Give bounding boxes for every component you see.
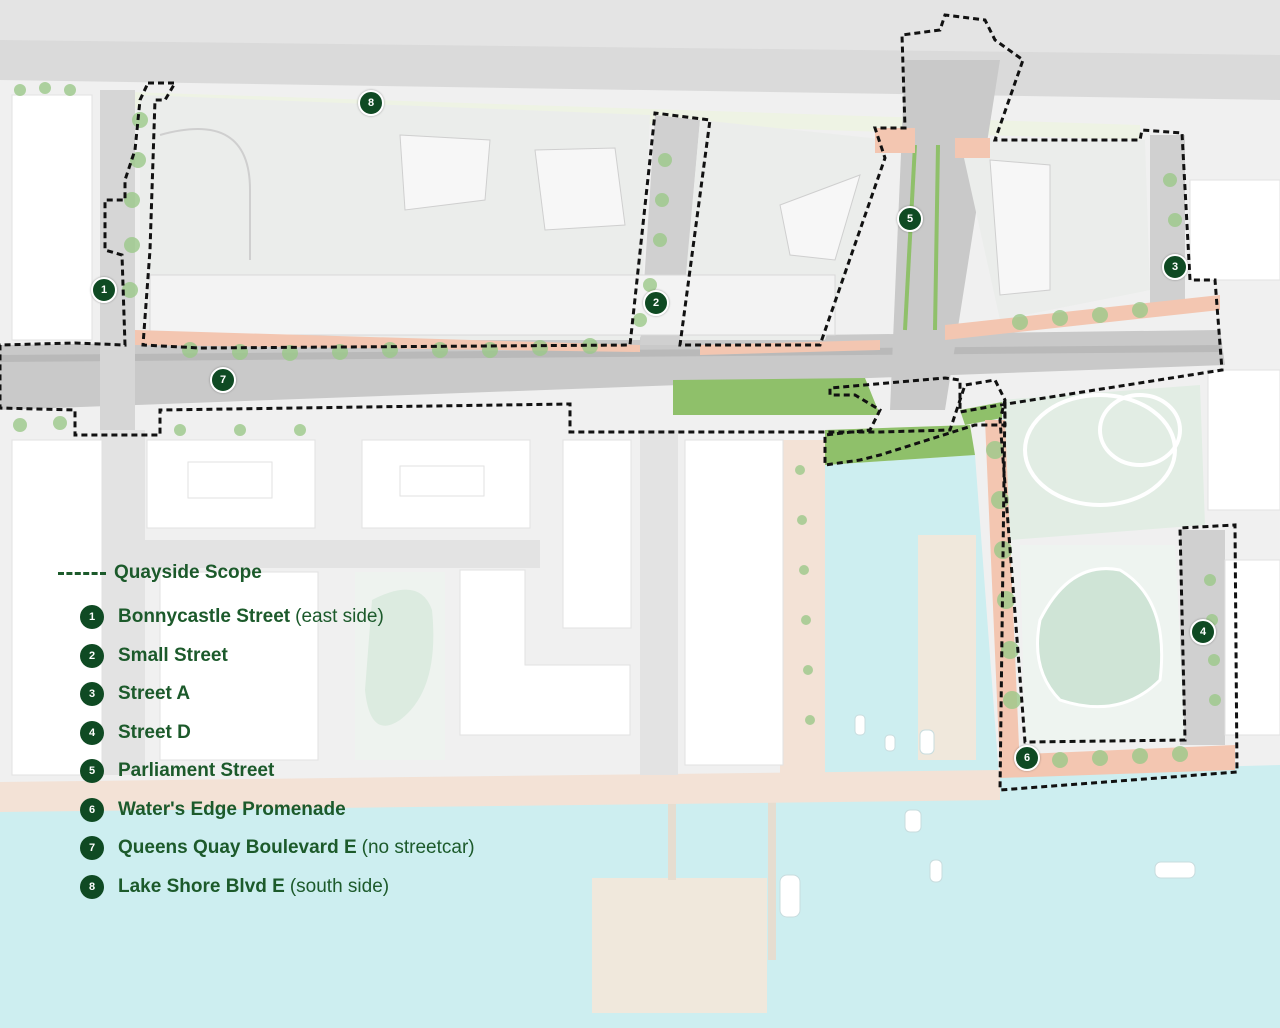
pavilion-b: [534, 147, 626, 231]
legend-item-1: 1 Bonnycastle Street(east side): [58, 598, 475, 637]
legend-item-3: 3 Street A: [58, 675, 475, 714]
pier-walk-b: [768, 800, 776, 960]
map-marker-5[interactable]: 5: [897, 206, 923, 232]
legend-number-7: 7: [80, 836, 104, 861]
building-block-a-inner: [187, 461, 273, 499]
legend-item-8: 8 Lake Shore Blvd E(south side): [58, 868, 475, 907]
lower-pier: [592, 878, 767, 1013]
legend-number-5: 5: [80, 759, 104, 784]
qq-north-sidewalk-mid: [700, 340, 880, 355]
building-east-slab: [684, 439, 784, 766]
small-street-extension: [640, 430, 678, 775]
map-marker-2[interactable]: 2: [643, 290, 669, 316]
legend-item-4: 4 Street D: [58, 714, 475, 753]
legend-number-2: 2: [80, 643, 104, 668]
legend-item-name: Small Street: [118, 644, 228, 666]
legend-number-6: 6: [80, 797, 104, 822]
pier: [918, 535, 976, 760]
central-green: [673, 378, 880, 415]
legend-number-8: 8: [80, 874, 104, 899]
legend-item-name: Water's Edge Promenade: [118, 798, 346, 820]
legend-title: Quayside Scope: [114, 562, 262, 583]
parliament-crossing-east: [955, 138, 990, 158]
qq-north-sidewalk-east: [945, 295, 1220, 340]
pavilion-c: [779, 174, 861, 261]
building-tower: [562, 439, 632, 629]
legend-item-name: Street D: [118, 721, 191, 743]
legend-number-1: 1: [80, 605, 104, 630]
park-path-b: [1098, 393, 1182, 467]
parliament-bike-green-east: [933, 144, 940, 331]
pavilion-d: [989, 159, 1051, 296]
legend-item-name: Street A: [118, 683, 191, 705]
map-marker-3[interactable]: 3: [1162, 254, 1188, 280]
boats: [779, 714, 1196, 918]
building-block-l: [459, 569, 631, 736]
legend-item-5: 5 Parliament Street: [58, 752, 475, 791]
building-block-b-inner: [399, 465, 485, 497]
building-northeast: [1189, 179, 1280, 281]
legend-scope-row: Quayside Scope: [58, 562, 475, 584]
bonnycastle-road: [100, 90, 135, 430]
legend-item-2: 2 Small Street: [58, 637, 475, 676]
building-block-a: [146, 439, 316, 529]
legend-item-name: Lake Shore Blvd E: [118, 875, 285, 897]
pavilion-a: [399, 134, 491, 211]
legend-item-note: (east side): [295, 606, 384, 628]
legend-number-4: 4: [80, 720, 104, 745]
legend-item-note: (no streetcar): [361, 837, 475, 859]
map-marker-8[interactable]: 8: [358, 90, 384, 116]
legend-item-name: Parliament Street: [118, 760, 275, 782]
parliament-bike-green-west: [903, 144, 917, 331]
courtyard-green: [365, 589, 434, 726]
legend-number-3: 3: [80, 682, 104, 707]
legend-item-name: Queens Quay Boulevard E: [118, 837, 357, 859]
map-marker-7[interactable]: 7: [210, 367, 236, 393]
legend-item-6: 6 Water's Edge Promenade: [58, 791, 475, 830]
west-lower-road: [100, 430, 145, 775]
building-far-east: [1224, 559, 1280, 736]
pier-walk-a: [668, 800, 676, 880]
slip-promenade: [780, 440, 825, 790]
map-marker-4[interactable]: 4: [1190, 619, 1216, 645]
legend-item-7: 7 Queens Quay Boulevard E(no streetcar): [58, 829, 475, 868]
slip-head-green: [825, 425, 975, 465]
podium-strip: [149, 274, 836, 336]
building-east: [1207, 369, 1280, 511]
waterfront-promenade: [0, 770, 1000, 812]
map-legend: Quayside Scope 1 Bonnycastle Street(east …: [58, 562, 475, 906]
east-park: [1000, 385, 1205, 540]
building-west: [11, 94, 93, 341]
internal-road: [145, 540, 540, 568]
legend-item-name: Bonnycastle Street: [118, 606, 291, 628]
map-marker-1[interactable]: 1: [91, 277, 117, 303]
legend-item-note: (south side): [289, 875, 390, 897]
sculpted-garden: [1036, 567, 1164, 709]
map-marker-6[interactable]: 6: [1014, 745, 1040, 771]
building-block-c: [159, 571, 319, 761]
building-block-b: [361, 439, 531, 529]
quayside-scope-boundary: [0, 13, 1239, 792]
dashed-line-icon: [58, 571, 106, 575]
curved-path: [159, 128, 251, 260]
